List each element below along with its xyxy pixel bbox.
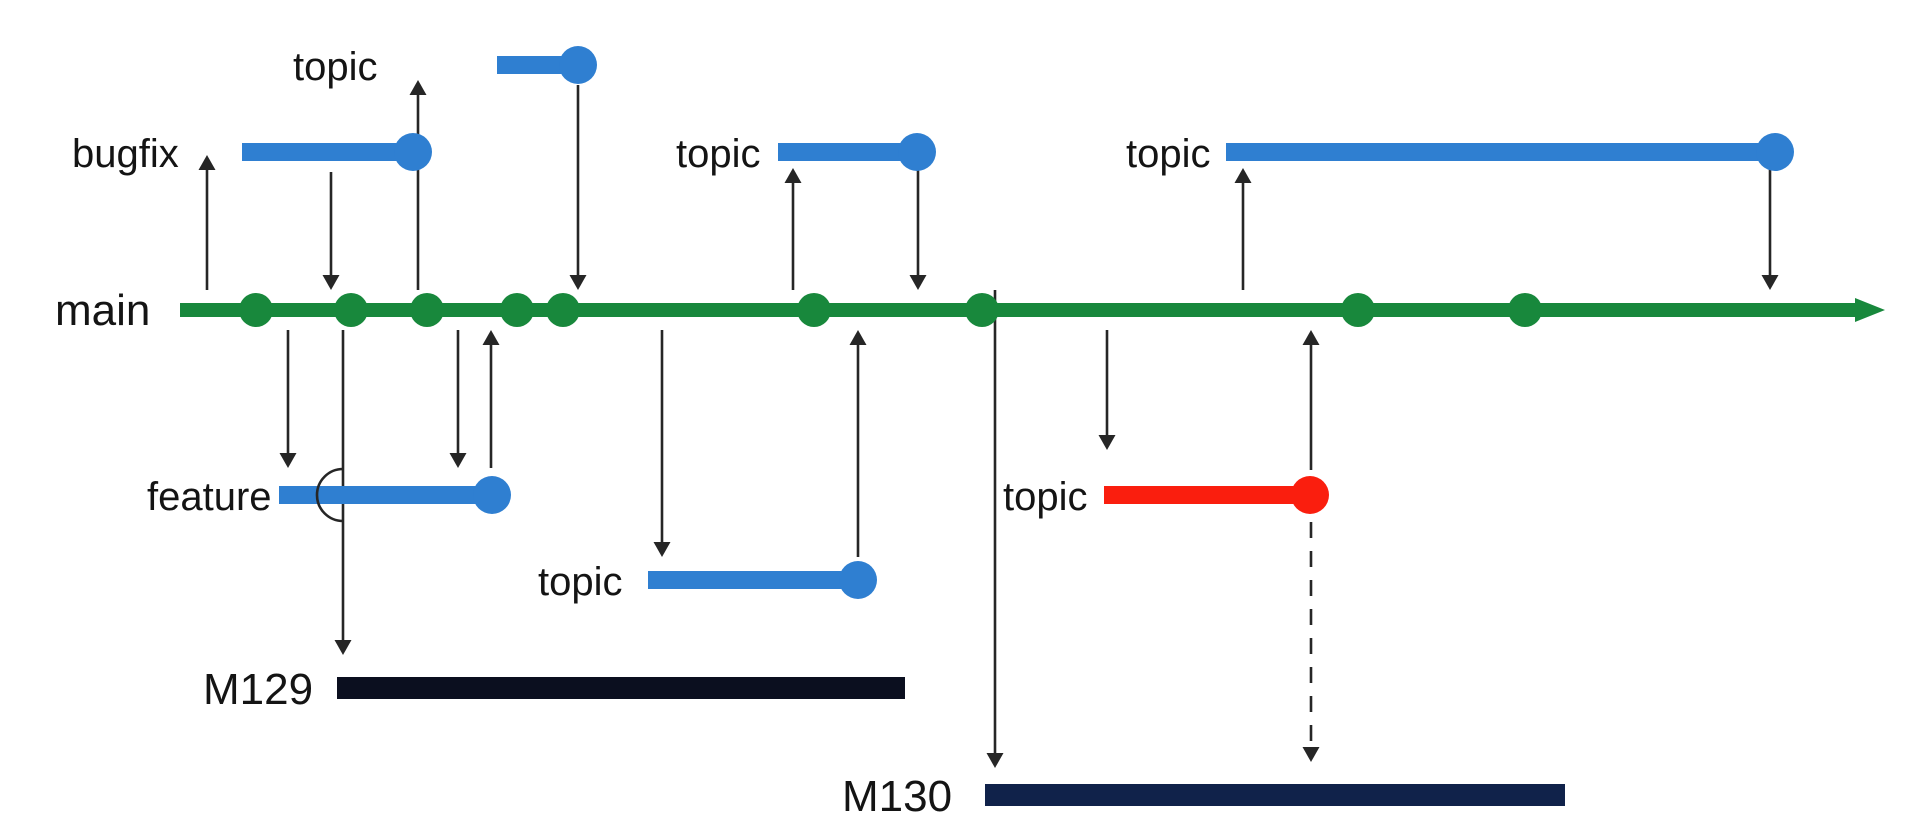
arrow-bugfix-to-main: [322, 172, 340, 290]
branch-label-feature: feature: [147, 475, 272, 519]
arrow-topic-top-to-main: [569, 85, 587, 290]
branch-head-dot-topic-mid[interactable]: [898, 133, 936, 171]
arrow-head: [449, 453, 467, 468]
branch-label-topic-mid: topic: [676, 132, 761, 176]
arrow-head: [409, 80, 427, 95]
branch-head-dot-topic-right[interactable]: [1756, 133, 1794, 171]
arrow-main-to-feature-2: [449, 330, 467, 468]
arrows-layer: [198, 80, 1779, 768]
arrow-main-to-m129: [334, 330, 352, 655]
arrow-main-to-topic-mid: [784, 168, 802, 290]
arrow-head: [1098, 435, 1116, 450]
branch-bar-topic-top[interactable]: [497, 56, 578, 74]
arrow-head: [279, 453, 297, 468]
branch-label-topic-right: topic: [1126, 132, 1211, 176]
line-hops-layer: [315, 467, 344, 523]
arrow-hotfix-to-main: [1302, 330, 1320, 470]
arrow-head: [322, 275, 340, 290]
arrow-head: [482, 330, 500, 345]
arrow-hotfix-to-m130: [1302, 522, 1320, 762]
milestone-bar-M130[interactable]: [985, 784, 1565, 806]
arrow-main-to-topic-top: [409, 80, 427, 290]
branch-head-dot-topic-bottom[interactable]: [839, 561, 877, 599]
branch-head-dot-feature[interactable]: [473, 476, 511, 514]
arrow-feature-to-main: [482, 330, 500, 468]
arrow-head: [198, 155, 216, 170]
branch-head-dot-bugfix[interactable]: [394, 133, 432, 171]
main-commit-dot[interactable]: [1341, 293, 1375, 327]
arrow-topic-mid-down-m130: [1098, 330, 1116, 450]
branch-head-dot-topic-top[interactable]: [559, 46, 597, 84]
branch-label-topic-top: topic: [293, 45, 378, 89]
milestone-bar-M129[interactable]: [337, 677, 905, 699]
main-branch-layer: [180, 293, 1885, 327]
milestone-label-M130: M130: [842, 772, 952, 821]
arrow-head: [1302, 330, 1320, 345]
main-commit-dot[interactable]: [1508, 293, 1542, 327]
arrow-head: [1234, 168, 1252, 183]
arrow-head: [653, 542, 671, 557]
branch-bars-layer: [242, 46, 1794, 599]
branch-label-bugfix: bugfix: [72, 132, 179, 176]
arrow-head: [986, 753, 1004, 768]
branch-bar-bugfix[interactable]: [242, 143, 413, 161]
arrow-main-to-feature-1: [279, 330, 297, 468]
main-commit-dot[interactable]: [239, 293, 273, 327]
branch-bar-topic-bottom[interactable]: [648, 571, 858, 589]
labels-layer: main bugfix topic topic topic feature topic top…: [55, 45, 1211, 821]
milestone-label-M129: M129: [203, 665, 313, 714]
main-commit-dot[interactable]: [797, 293, 831, 327]
arrow-head: [569, 275, 587, 290]
line-hop-feature-bar-hop: [315, 467, 344, 523]
arrow-main-to-topic-hotfix: [1234, 168, 1252, 290]
arrow-head: [334, 640, 352, 655]
arrow-main-to-topic-bottom: [653, 330, 671, 557]
branch-bar-topic-mid[interactable]: [778, 143, 917, 161]
arrow-head: [1302, 747, 1320, 762]
arrow-head: [1761, 275, 1779, 290]
branch-bar-feature[interactable]: [279, 486, 492, 504]
main-commit-dot[interactable]: [965, 293, 999, 327]
arrow-main-to-bugfix: [198, 155, 216, 290]
main-commit-dot[interactable]: [546, 293, 580, 327]
main-commit-dot[interactable]: [334, 293, 368, 327]
arrow-head: [849, 330, 867, 345]
branch-label-topic-bottom: topic: [538, 560, 623, 604]
branch-label-topic-hotfix: topic: [1003, 475, 1088, 519]
main-commit-dot[interactable]: [410, 293, 444, 327]
arrow-topic-right-to-main: [1761, 168, 1779, 290]
main-branch-arrowhead: [1855, 298, 1885, 322]
branch-bar-topic-hotfix[interactable]: [1104, 486, 1310, 504]
branch-bar-topic-right[interactable]: [1226, 143, 1775, 161]
milestone-bars-layer: [337, 677, 1565, 806]
arrow-head: [784, 168, 802, 183]
main-commit-dot[interactable]: [500, 293, 534, 327]
arrow-topic-bottom-to-main: [849, 330, 867, 557]
main-branch-label: main: [55, 286, 150, 335]
arrow-main-to-m130: [986, 290, 1004, 768]
main-branch-line: [180, 303, 1855, 317]
arrow-topic-mid-to-main: [909, 168, 927, 290]
branch-head-dot-topic-hotfix[interactable]: [1291, 476, 1329, 514]
arrow-head: [909, 275, 927, 290]
